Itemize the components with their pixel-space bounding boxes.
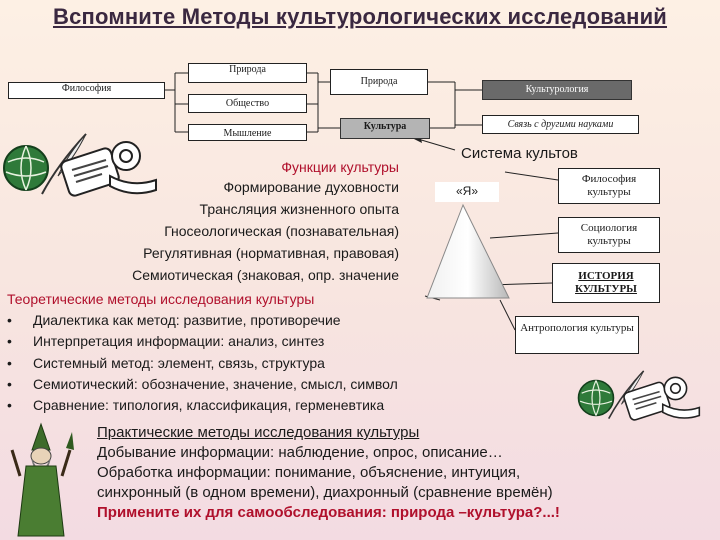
thinking-box: Мышление xyxy=(188,124,307,141)
culture-box: Культура xyxy=(340,118,430,139)
practical-heading: Практические методы исследования культур… xyxy=(97,424,420,441)
society-box: Общество xyxy=(188,94,307,113)
system-box-anthropology: Антропология культуры xyxy=(515,316,639,354)
culture-label: Культура xyxy=(363,121,407,132)
culturology-box: Культурология xyxy=(482,80,632,100)
society-label: Общество xyxy=(225,98,270,109)
ya-box: «Я» xyxy=(435,182,499,202)
page-title: Вспомните Методы культурологических иссл… xyxy=(52,4,668,29)
system-box-label: Философия культуры xyxy=(581,173,637,198)
system-box-philosophy: Философия культуры xyxy=(558,168,660,204)
nature-mid-label: Природа xyxy=(360,76,398,87)
system-heading: Система культов xyxy=(461,145,578,162)
theory-item-text: Интерпретация информации: анализ, синтез xyxy=(33,333,325,349)
practical-line: Обработка информации: понимание, объясне… xyxy=(97,464,521,481)
ya-label: «Я» xyxy=(455,184,478,198)
nature-left-label: Природа xyxy=(229,64,266,75)
philosophy-label: Философия xyxy=(61,83,112,94)
system-box-history: ИСТОРИЯ КУЛЬТУРЫ xyxy=(552,263,660,303)
functions-heading: Функции культуры xyxy=(281,159,399,175)
theory-heading: Теоретические методы исследования культу… xyxy=(7,291,315,307)
system-box-label: Антропология культуры xyxy=(520,322,634,334)
system-box-label: ИСТОРИЯ КУЛЬТУРЫ xyxy=(575,270,637,295)
theory-item: •Интерпретация информации: анализ, синте… xyxy=(7,333,325,349)
theory-item-text: Системный метод: элемент, связь, структу… xyxy=(33,355,325,371)
function-item: Трансляция жизненного опыта xyxy=(199,201,399,217)
practical-call-to-action: Примените их для самообследования: приро… xyxy=(97,504,560,521)
theory-item: •Диалектика как метод: развитие, противо… xyxy=(7,312,341,328)
nature-left-box: Природа xyxy=(188,63,307,83)
practical-line: Добывание информации: наблюдение, опрос,… xyxy=(97,444,503,461)
system-box-sociology: Социология культуры xyxy=(558,217,660,253)
theory-item-text: Семиотический: обозначение, значение, см… xyxy=(33,376,398,392)
function-item: Формирование духовности xyxy=(223,179,399,195)
other-sciences-box: Связь с другими науками xyxy=(482,115,639,134)
theory-item-text: Диалектика как метод: развитие, противор… xyxy=(33,312,341,328)
globe-quill-clipart-bottom xyxy=(577,370,701,421)
function-item: Гносеологическая (познавательная) xyxy=(164,223,399,239)
globe-quill-clipart-top xyxy=(3,133,157,197)
nature-mid-box: Природа xyxy=(330,69,428,95)
culturology-label: Культурология xyxy=(525,84,589,95)
function-item: Семиотическая (знаковая, опр. значение xyxy=(132,267,399,283)
thinking-label: Мышление xyxy=(223,128,272,139)
practical-line: синхронный (в одном времени), диахронный… xyxy=(97,484,553,501)
pyramid-shape xyxy=(426,203,510,299)
function-item: Регулятивная (нормативная, правовая) xyxy=(143,245,399,261)
theory-item: •Сравнение: типология, классификация, ге… xyxy=(7,397,385,413)
theory-item-text: Сравнение: типология, классификация, гер… xyxy=(33,397,385,413)
wizard-figure-icon xyxy=(10,422,74,537)
theory-item: •Системный метод: элемент, связь, структ… xyxy=(7,355,325,371)
theory-item: •Семиотический: обозначение, значение, с… xyxy=(7,376,398,392)
philosophy-box: Философия xyxy=(8,82,165,99)
system-box-label: Социология культуры xyxy=(580,222,638,247)
other-sciences-label: Связь с другими науками xyxy=(507,119,614,130)
